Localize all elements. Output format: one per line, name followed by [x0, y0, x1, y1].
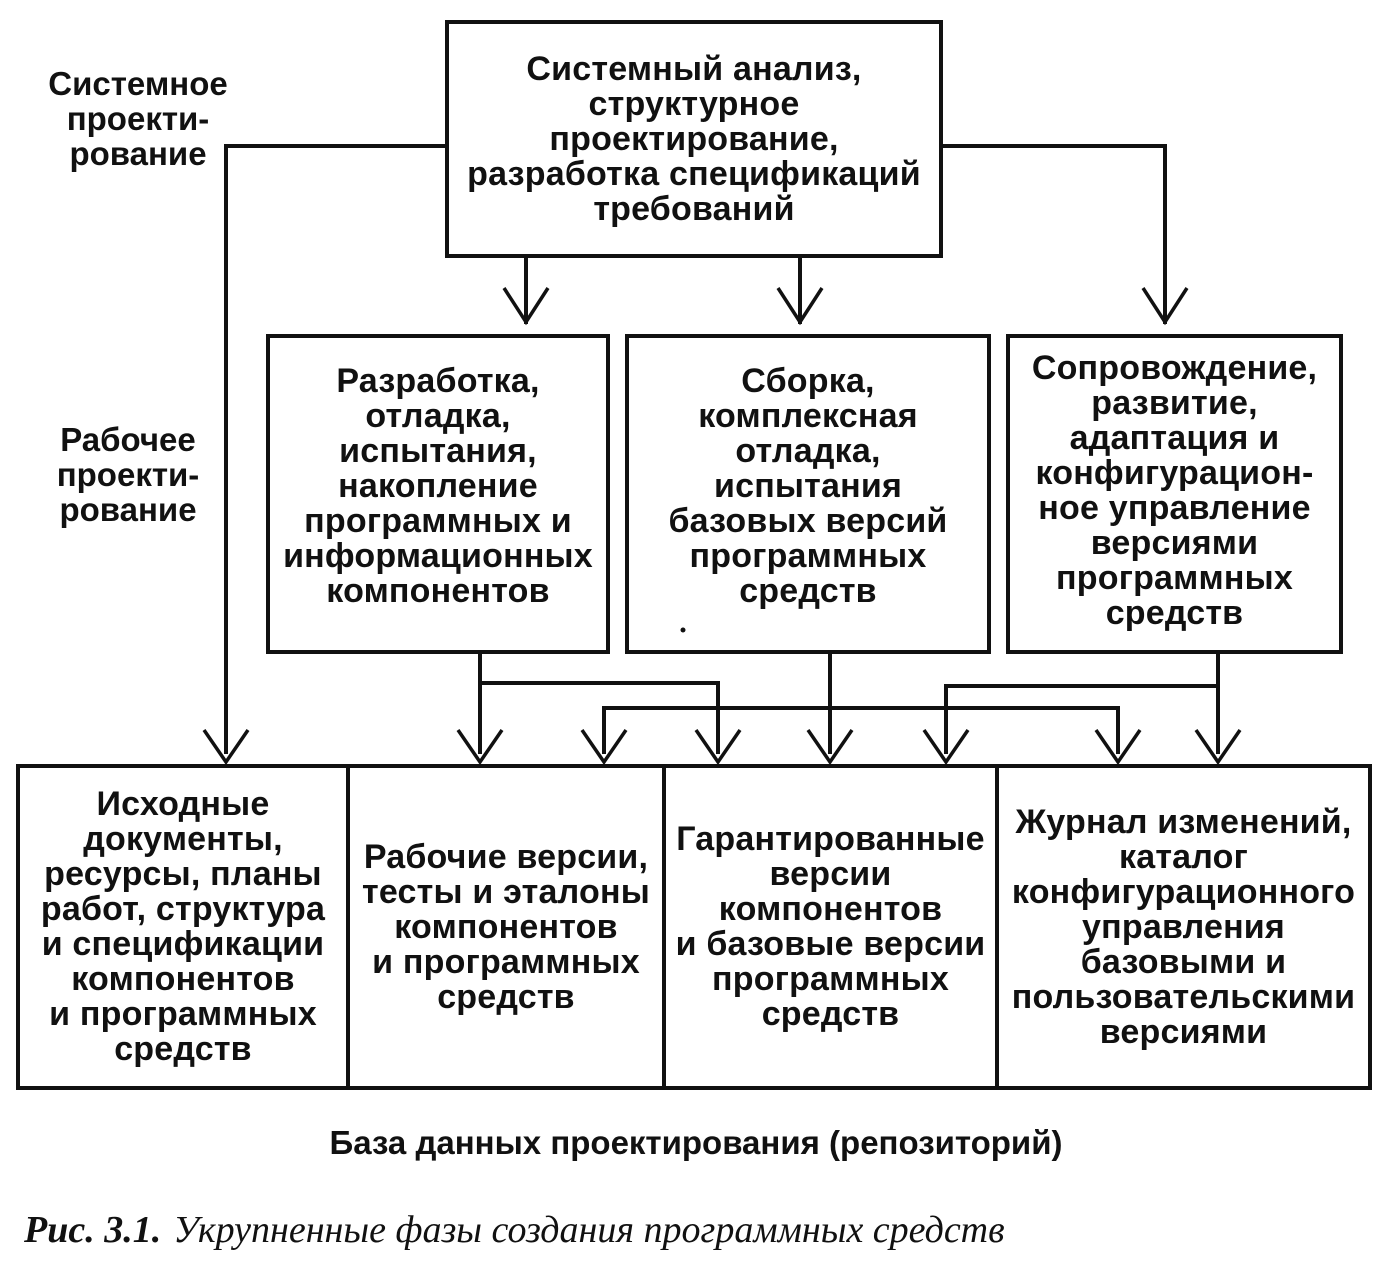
connector-maintenance-loop: [602, 706, 1120, 754]
repository-border: [16, 764, 1372, 1090]
arrowhead-2: [776, 287, 824, 326]
connector-feedback-working: [944, 684, 1220, 754]
top-box-border: [445, 20, 943, 258]
arrowhead-8: [806, 729, 854, 766]
repository-caption: База данных проектирования (репозиторий): [329, 1124, 1063, 1161]
arrowhead-5: [456, 729, 504, 766]
arrowhead-1: [502, 287, 550, 326]
connector-system-to-sources: [224, 144, 449, 754]
arrowhead-7: [694, 729, 742, 766]
repository-cell-sources-text: Исходные документы, ресурсы, планы работ…: [40, 785, 326, 1068]
figure-title: Укрупненные фазы создания программных ср…: [173, 1209, 1005, 1251]
middle-box-assembly: Сборка, комплексная отладка, испытания б…: [627, 336, 989, 636]
top-box-text: Системный анализ, структурное проектиров…: [467, 49, 921, 228]
arrowhead-9: [922, 729, 970, 766]
stray-mark: [680, 627, 686, 633]
repository-cell-journal-text: Журнал изменений, каталог конфигурационн…: [1011, 802, 1356, 1051]
arrowhead-6: [580, 729, 628, 766]
middle-box-assembly-text: Сборка, комплексная отладка, испытания б…: [668, 361, 948, 610]
label-work-design: Рабочее проекти- рование: [56, 421, 200, 528]
repository-cell-working-text: Рабочие версии, тесты и эталоны компонен…: [362, 837, 650, 1016]
repository-cell-sources: Исходные документы, ресурсы, планы работ…: [18, 766, 348, 1088]
repository-cell-guaranteed-text: Гарантированные версии компонентов и баз…: [675, 820, 986, 1033]
figure-number: Рис. 3.1.: [24, 1209, 162, 1251]
arrowhead-4: [202, 729, 250, 766]
middle-box-maintenance-text: Сопровождение, развитие, адаптация и кон…: [1031, 349, 1318, 632]
top-box: Системный анализ, структурное проектиров…: [447, 22, 941, 256]
middle-box-development: Разработка, отладка, испытания, накоплен…: [268, 336, 608, 636]
middle-box-2-border: [625, 334, 991, 654]
middle-box-development-text: Разработка, отладка, испытания, накоплен…: [283, 361, 593, 610]
repository-cell-guaranteed: Гарантированные версии компонентов и баз…: [664, 766, 997, 1088]
label-system-design: Системное проекти- рование: [48, 65, 228, 172]
connector-system-to-maintenance: [939, 144, 1167, 324]
arrowhead-11: [1194, 729, 1242, 766]
repository-cell-journal: Журнал изменений, каталог конфигурационн…: [997, 766, 1370, 1088]
middle-box-1-border: [266, 334, 610, 654]
repository-cell-working: Рабочие версии, тесты и эталоны компонен…: [348, 766, 664, 1088]
middle-box-3-border: [1006, 334, 1343, 654]
arrowhead-10: [1094, 729, 1142, 766]
middle-box-maintenance: Сопровождение, развитие, адаптация и кон…: [1008, 336, 1341, 646]
figure-caption: Рис. 3.1. Укрупненные фазы создания прогр…: [24, 1208, 1005, 1252]
connector-development-branch: [478, 650, 720, 754]
arrowhead-3: [1141, 287, 1189, 326]
